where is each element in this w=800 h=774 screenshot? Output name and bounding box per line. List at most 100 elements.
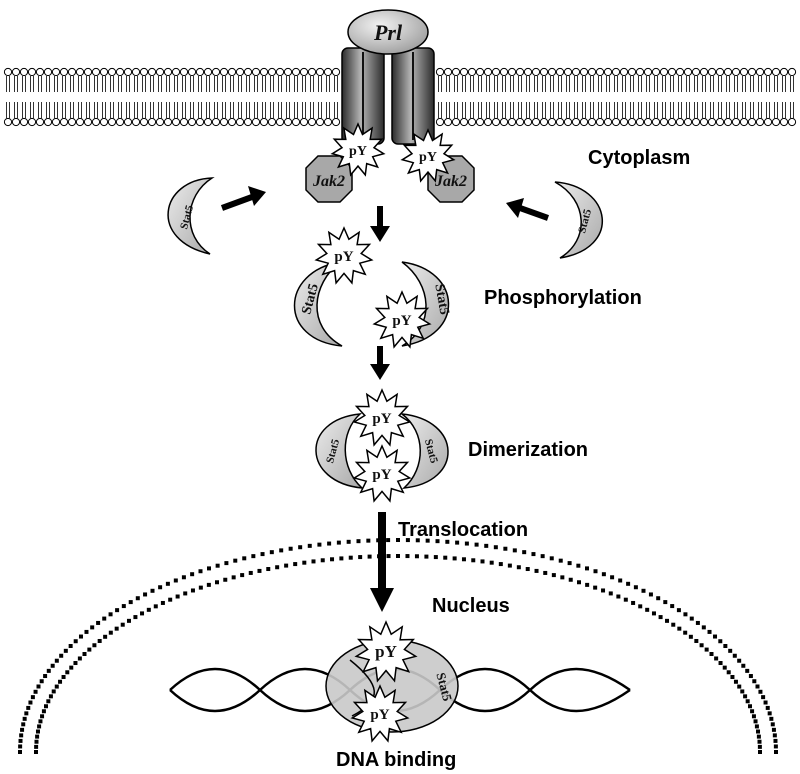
py-label: pY	[419, 150, 437, 165]
outer-membrane-dot	[701, 625, 706, 630]
py-star-dimer-top: pY	[352, 388, 412, 447]
lipid-head	[131, 117, 141, 127]
lipid-head	[171, 117, 181, 127]
outer-membrane-dot	[567, 561, 572, 566]
lipid-head	[691, 117, 701, 127]
inner-membrane-dot	[34, 739, 39, 744]
lipid-head	[11, 117, 21, 127]
lipid-head	[587, 117, 597, 127]
outer-membrane-dot	[19, 733, 24, 738]
lipid-head	[299, 117, 309, 127]
outer-membrane-dot	[50, 663, 55, 668]
inner-membrane-dot	[709, 652, 714, 656]
lipid-head	[499, 67, 509, 77]
translocation-label: Translocation	[398, 519, 528, 541]
outer-membrane-dot	[143, 592, 148, 597]
outer-membrane-dot	[78, 634, 83, 639]
outer-membrane-dot	[36, 684, 41, 689]
py-label: pY	[375, 642, 397, 661]
outer-membrane-dot	[770, 722, 775, 727]
outer-membrane-dot	[415, 538, 420, 543]
outer-membrane-dot	[732, 653, 737, 658]
inner-membrane-dot	[443, 555, 448, 560]
outer-membrane-dot	[96, 620, 101, 625]
outer-membrane-dot	[610, 575, 615, 580]
lipid-head	[619, 117, 629, 127]
lipid-head	[3, 117, 13, 127]
jak2-left: Jak2	[305, 155, 353, 203]
nuclear-envelope	[18, 538, 778, 754]
inner-membrane-dot	[51, 689, 56, 694]
lipid-head	[483, 117, 493, 127]
py-star-shape	[330, 122, 386, 177]
lipid-head	[163, 67, 173, 77]
inner-membrane-dot	[551, 573, 556, 578]
inner-membrane-dot	[198, 585, 203, 590]
inner-membrane-dot	[631, 600, 636, 605]
inner-membrane-dot	[69, 665, 74, 670]
lipid-head	[59, 117, 69, 127]
lipid-head	[155, 117, 165, 127]
lipid-head	[563, 117, 573, 127]
outer-membrane-dot	[158, 585, 163, 590]
jak2-left-label: Jak2	[312, 173, 345, 190]
lipid-head	[659, 67, 669, 77]
lipid-head	[443, 67, 453, 77]
inner-membrane-dot	[480, 559, 485, 564]
lipid-head	[571, 67, 581, 77]
inner-membrane-dot	[190, 588, 195, 593]
lipid-head	[555, 117, 565, 127]
lipid-head	[539, 117, 549, 127]
outer-membrane-dot	[298, 545, 303, 550]
lipid-head	[547, 117, 557, 127]
outer-membrane-dot	[576, 563, 581, 568]
lipid-head	[507, 67, 517, 77]
outer-membrane-dot	[493, 545, 498, 550]
outer-membrane-dot	[279, 548, 284, 553]
py-star-shape	[352, 444, 412, 503]
inner-membrane-dot	[516, 565, 521, 570]
outer-membrane-dot	[763, 700, 768, 705]
outer-membrane-dot	[396, 538, 400, 542]
inner-membrane-dot	[608, 591, 613, 596]
outer-membrane-dot	[772, 733, 777, 738]
lipid-head	[699, 67, 709, 77]
lipid-head	[779, 117, 789, 127]
outer-membrane-dot	[22, 716, 27, 721]
lipid-head	[451, 117, 461, 127]
lipid-head	[251, 117, 261, 127]
inner-membrane-dot	[77, 656, 82, 661]
outer-membrane-dot	[307, 543, 312, 548]
outer-membrane-dot	[190, 572, 195, 577]
lipid-head	[203, 67, 213, 77]
lipid-head	[635, 67, 645, 77]
inner-membrane-dot	[730, 674, 735, 679]
inner-membrane-dot	[126, 618, 131, 623]
lipid-head	[59, 67, 69, 77]
outer-membrane-dot	[752, 679, 757, 684]
outer-membrane-dot	[774, 750, 778, 754]
lipid-head	[627, 117, 637, 127]
lipid-head	[115, 117, 125, 127]
inner-membrane-dot	[743, 694, 748, 699]
lipid-head	[779, 67, 789, 77]
lipid-head	[643, 67, 653, 77]
lipid-head	[123, 117, 133, 127]
lipid-head	[459, 117, 469, 127]
lipid-head	[603, 67, 613, 77]
inner-membrane-dot	[658, 615, 663, 620]
inner-membrane-dot	[73, 661, 78, 666]
py-star-phospho-bottom: pY	[372, 290, 432, 349]
outer-membrane-dot	[346, 539, 351, 544]
lipid-head	[27, 67, 37, 77]
lipid-head	[323, 117, 333, 127]
outer-membrane-dot	[765, 705, 770, 710]
lipid-head	[627, 67, 637, 77]
lipid-head	[283, 117, 293, 127]
outer-membrane-dot	[128, 600, 133, 605]
inner-membrane-dot	[248, 570, 253, 575]
outer-membrane-dot	[260, 552, 265, 557]
py-star-receptor-right: pY	[400, 128, 456, 183]
inner-membrane-dot	[48, 694, 53, 699]
lipid-head	[251, 67, 261, 77]
